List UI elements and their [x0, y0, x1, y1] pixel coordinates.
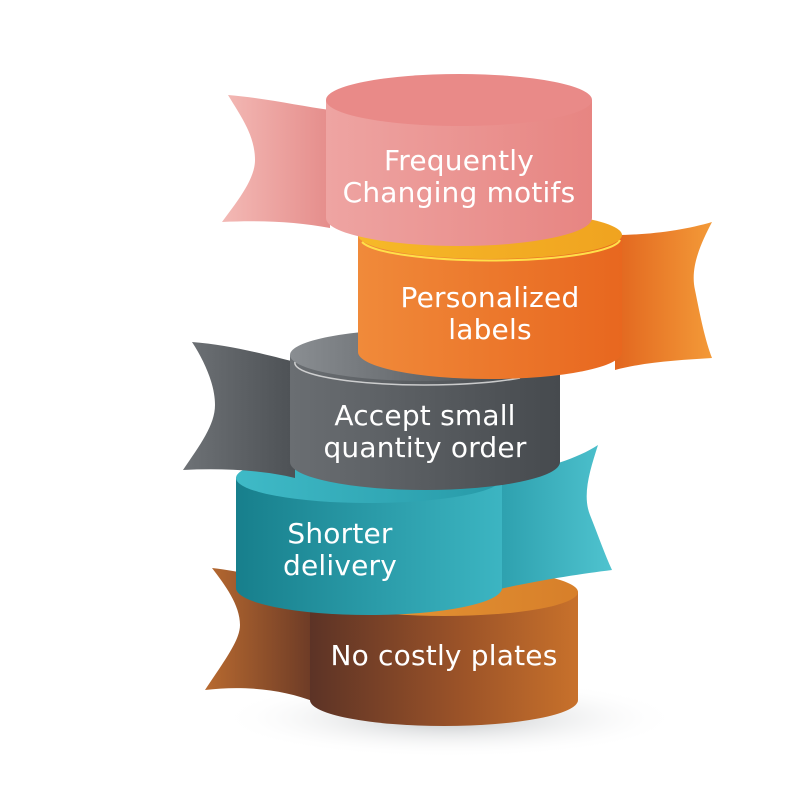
gray-flag — [183, 342, 295, 478]
label-line: labels — [448, 313, 532, 347]
label-line: quantity order — [323, 431, 527, 465]
label-line: Personalized — [400, 281, 580, 314]
label-line: Frequently — [383, 144, 534, 177]
label-line: delivery — [282, 549, 398, 583]
label-line: No costly plates — [330, 639, 558, 672]
gray-top-rim — [294, 361, 521, 386]
teal-cylinder-body — [236, 478, 502, 615]
label-accept-small-quantity-order: Accept small quantity order — [290, 399, 560, 465]
orange-cylinder-body — [358, 235, 622, 379]
pink-cylinder-body — [326, 100, 592, 246]
label-line: Shorter — [287, 517, 393, 550]
label-personalized-labels: Personalized labels — [358, 281, 622, 347]
orange-top-rim — [361, 239, 621, 262]
orange-flag — [615, 222, 712, 370]
teal-flag — [495, 445, 612, 590]
gray-cylinder-body — [290, 355, 560, 490]
label-shorter-delivery: Shorter delivery — [240, 517, 440, 583]
pink-flag — [222, 95, 330, 228]
label-no-costly-plates: No costly plates — [310, 639, 578, 672]
label-line: Changing motifs — [342, 176, 576, 210]
pink-cylinder-top — [326, 74, 592, 126]
label-frequently-changing-motifs: Frequently Changing motifs — [326, 144, 592, 210]
tier-frequently-changing-motifs — [222, 74, 592, 246]
brown-cylinder-body — [310, 592, 578, 726]
label-line: Accept small — [334, 399, 516, 432]
